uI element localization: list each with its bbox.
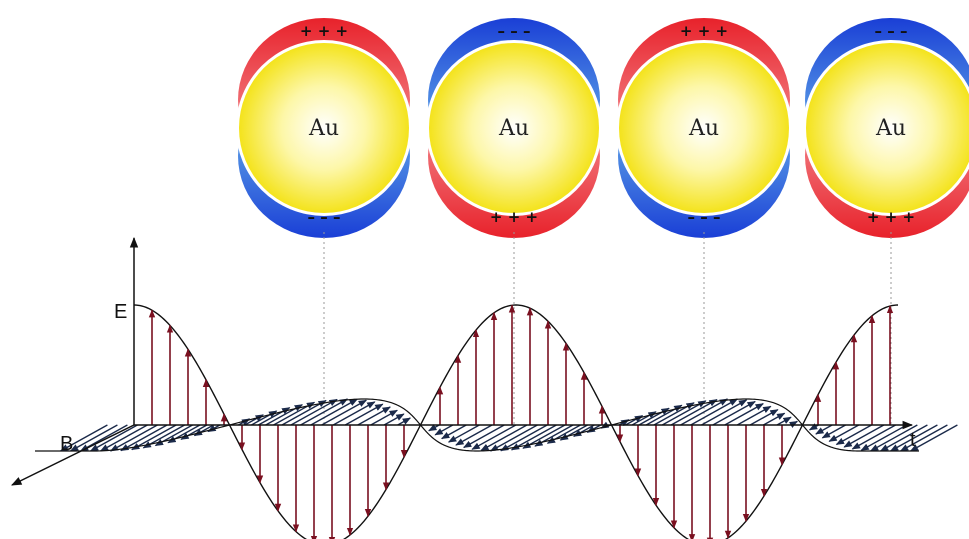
gold-core	[429, 43, 599, 213]
b-field-arrow	[258, 407, 291, 426]
b-field-arrow	[631, 411, 657, 426]
b-field-arrow	[447, 424, 480, 443]
b-field-arrow	[428, 424, 440, 432]
b-axis	[11, 424, 135, 486]
b-field-arrow	[471, 424, 517, 450]
e-axis-label: E	[114, 301, 127, 323]
gold-core	[619, 43, 789, 213]
bottom-charge-label: + + +	[490, 208, 538, 226]
gold-core	[806, 43, 969, 213]
b-field-arrow	[638, 407, 670, 426]
b-field-arrow	[69, 424, 118, 452]
b-field-arrow	[808, 423, 819, 431]
b-field-arrow	[500, 424, 548, 452]
b-field-arrows	[59, 398, 958, 452]
au-label: Au	[498, 116, 529, 141]
au-label: Au	[688, 116, 719, 141]
axes: E B t	[11, 236, 916, 486]
b-field-arrow	[899, 424, 948, 452]
au-particle: Au – – – + + +	[803, 18, 969, 238]
b-field-arrow	[690, 398, 738, 426]
b-field-arrow	[120, 424, 168, 452]
top-charge-label: + + +	[680, 22, 728, 40]
b-field-arrow	[821, 424, 846, 439]
bottom-charge-label: – – –	[688, 208, 721, 226]
b-field-arrow	[300, 398, 349, 426]
gold-nanoparticles: Au + + + – – – Au – – – + + + Au + + + – – – Au – …	[236, 18, 969, 238]
b-field-arrow	[251, 410, 278, 426]
b-field-arrow	[109, 424, 158, 452]
b-field-arrow	[321, 399, 368, 426]
b-field-arrow	[59, 424, 108, 452]
b-field-arrow	[131, 424, 177, 451]
b-field-arrow	[815, 424, 833, 435]
b-field-arrow	[670, 398, 718, 426]
b-field-arrow	[776, 416, 792, 426]
b-field-arrow	[712, 400, 756, 426]
b-field-arrow	[397, 417, 412, 426]
top-charge-label: – – –	[498, 22, 531, 40]
b-field-arrow	[909, 424, 958, 452]
guide-lines	[323, 232, 892, 425]
b-field-arrow	[889, 424, 938, 452]
au-label: Au	[875, 116, 906, 141]
b-field-arrow	[370, 409, 398, 426]
au-particle: Au + + + – – –	[236, 18, 412, 238]
top-charge-label: + + +	[300, 22, 348, 40]
b-field-arrow	[701, 399, 748, 426]
b-field-arrow	[332, 401, 376, 426]
b-field-arrow	[290, 398, 338, 426]
au-label: Au	[308, 116, 339, 141]
b-field-arrow	[763, 412, 786, 426]
b-field-arrow	[344, 403, 384, 426]
b-field-arrow	[510, 424, 557, 451]
b-field-arrow	[879, 424, 928, 452]
t-axis-label: t	[910, 429, 916, 451]
b-field-arrow	[357, 406, 391, 426]
b-field-arrow	[281, 399, 327, 426]
gold-core	[239, 43, 409, 213]
e-wave-curve	[133, 304, 899, 539]
au-particle: Au – – – + + +	[426, 18, 602, 238]
b-wave-curve	[35, 398, 919, 452]
b-field-arrow	[680, 398, 729, 426]
b-field-arrow	[99, 424, 148, 452]
au-particle: Au + + + – – –	[616, 18, 792, 238]
b-axis-label: B	[60, 433, 73, 455]
b-field-arrow	[869, 424, 918, 452]
b-field-arrow	[851, 424, 896, 450]
b-field-arrow	[89, 424, 138, 452]
b-field-arrow	[310, 398, 358, 426]
bottom-charge-label: + + +	[867, 208, 915, 226]
b-field-arrow	[843, 424, 885, 448]
b-field-arrow	[749, 409, 779, 426]
bottom-charge-label: – – –	[308, 208, 341, 226]
b-field-arrow	[480, 424, 528, 452]
b-field-arrow	[736, 405, 772, 426]
b-field-arrow	[724, 403, 764, 426]
b-field-arrow	[463, 424, 505, 449]
b-field-arrow	[434, 424, 454, 436]
b-field-arrow	[441, 424, 467, 440]
b-field-arrow	[828, 424, 860, 443]
b-field-arrow	[455, 424, 493, 446]
wave-curves	[35, 304, 919, 539]
b-field-arrow	[489, 424, 538, 452]
b-field-arrow	[383, 413, 405, 426]
top-charge-label: – – –	[875, 22, 908, 40]
b-field-arrow	[860, 424, 908, 451]
e-field-arrows	[148, 304, 894, 539]
b-field-arrow	[835, 424, 872, 446]
